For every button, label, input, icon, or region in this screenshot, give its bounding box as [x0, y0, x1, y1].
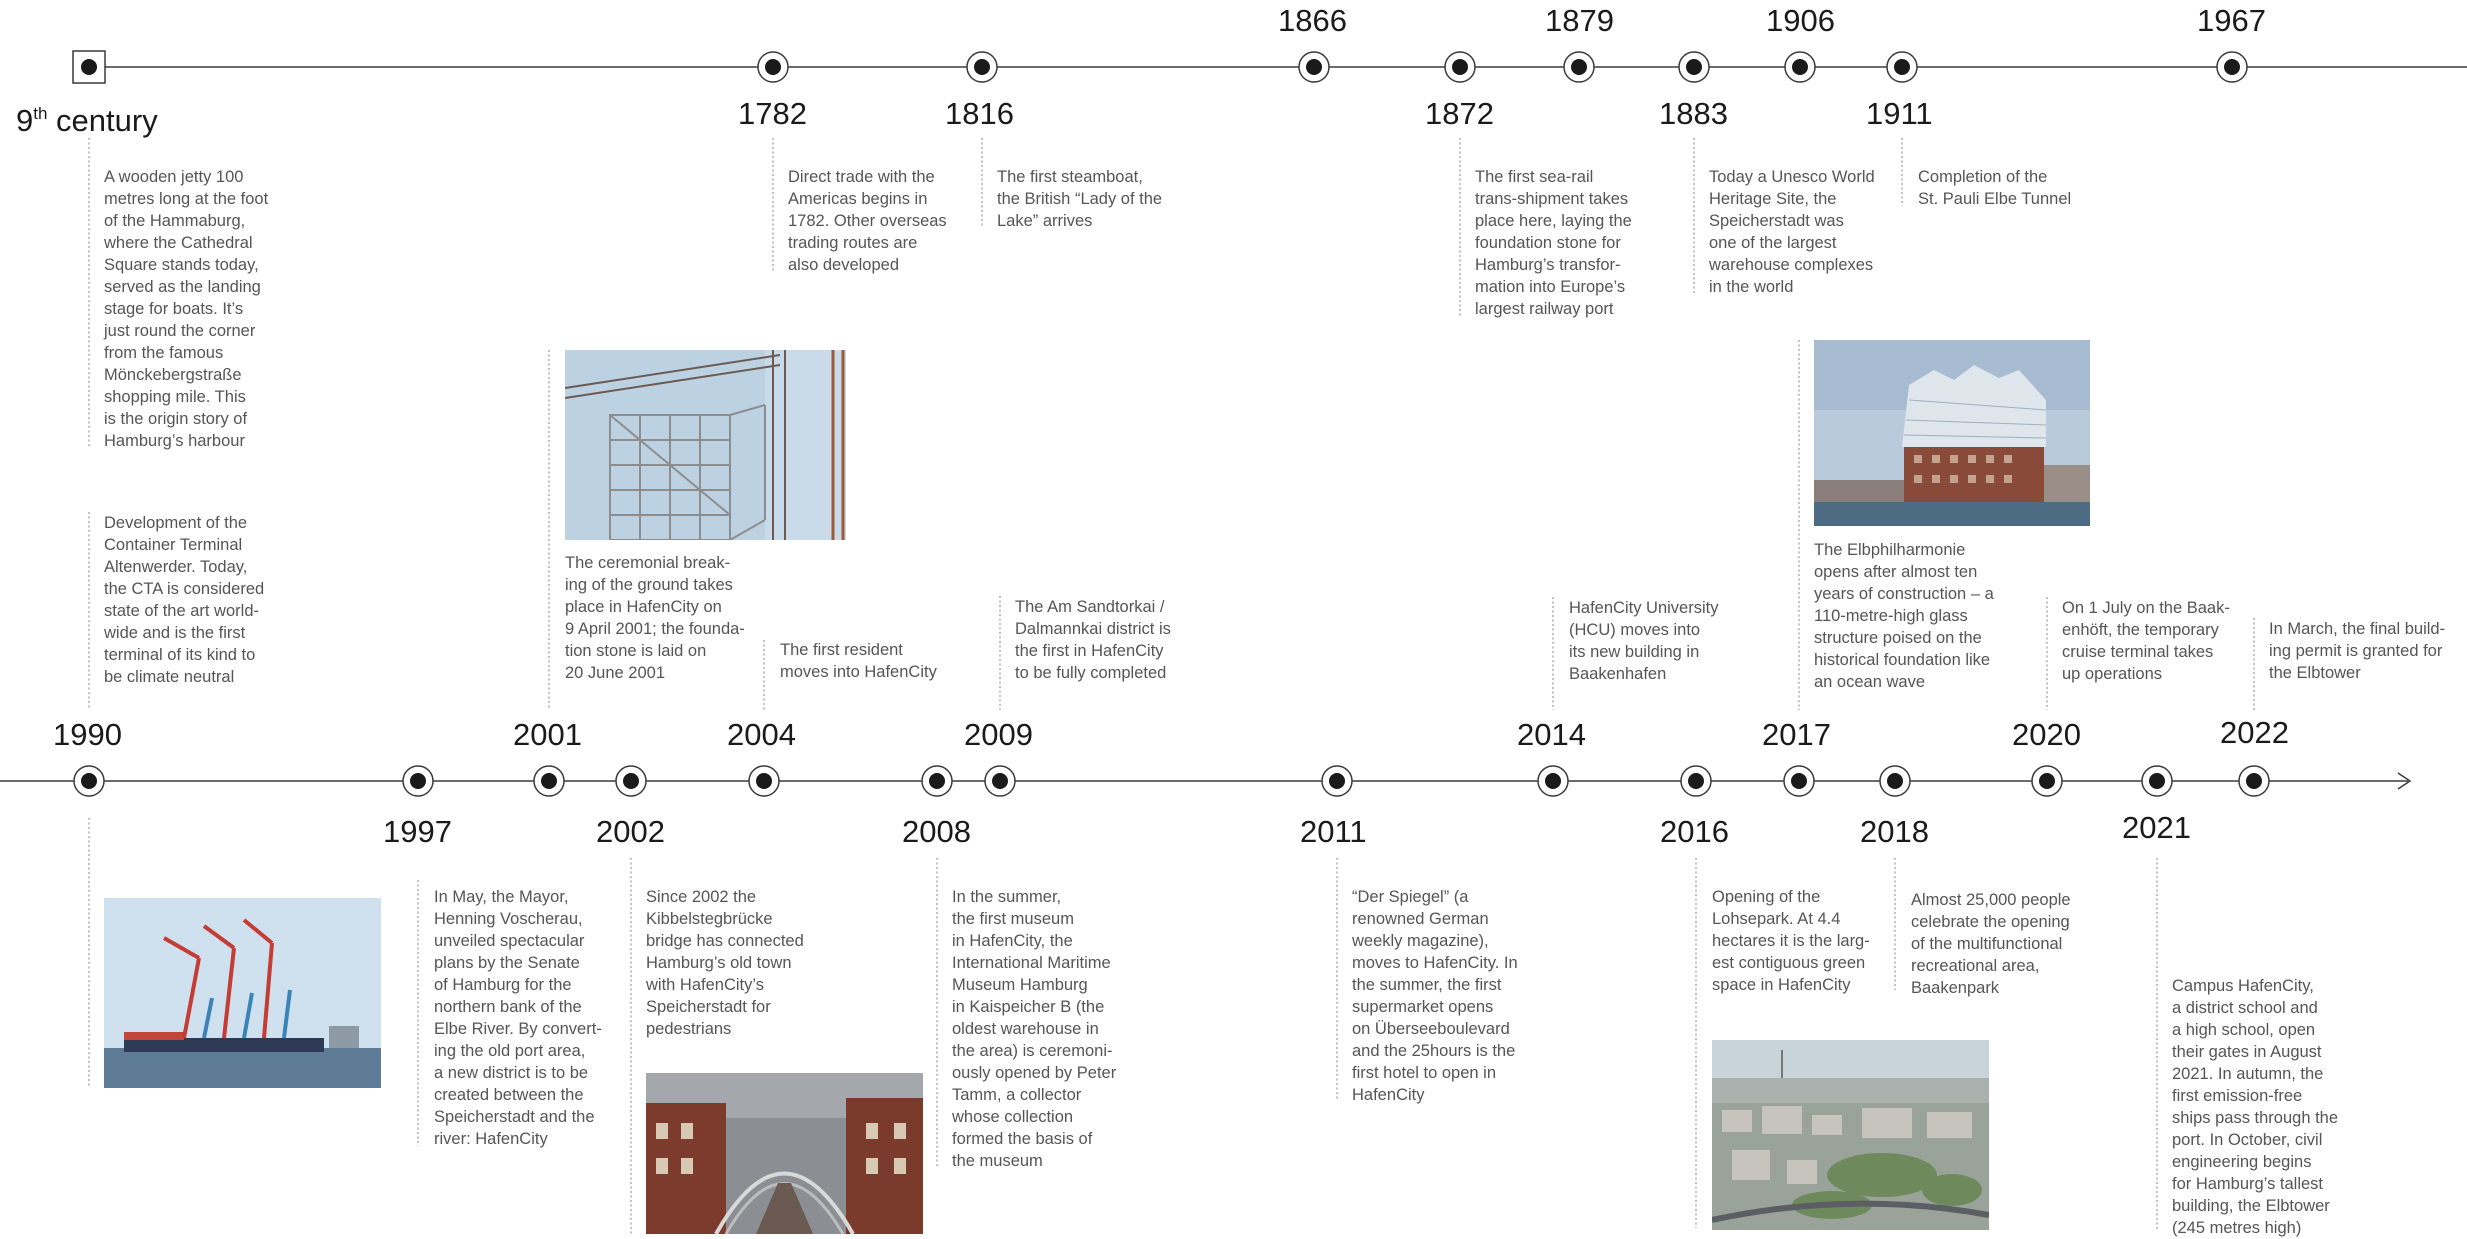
- year-1997: 1997: [383, 814, 452, 849]
- event-1816-text: The first steamboat, the British “Lady o…: [997, 168, 1163, 230]
- timeline-marker-1990: [73, 765, 105, 797]
- timeline-marker-2021: [2141, 765, 2173, 797]
- event-2002-text: Since 2002 the Kibbelstegbrücke bridge h…: [646, 888, 804, 1038]
- year-2014: 2014: [1517, 717, 1586, 752]
- timeline-marker-1816: [966, 51, 998, 83]
- timeline-marker-2008: [921, 765, 953, 797]
- event-2001-text: The ceremonial break- ing of the ground …: [565, 554, 745, 682]
- timeline-marker-2011: [1321, 765, 1353, 797]
- year-2009: 2009: [964, 717, 1033, 752]
- year-1816: 1816: [945, 96, 1014, 131]
- year-1866: 1866: [1278, 3, 1347, 38]
- timeline-marker-2001: [533, 765, 565, 797]
- timeline-marker-2004: [748, 765, 780, 797]
- kibbelsteg-bridge-photo: [646, 1073, 923, 1234]
- timeline-marker-2014: [1537, 765, 1569, 797]
- top-timeline-axis: [72, 50, 2467, 84]
- year-1967: 1967: [2197, 3, 2266, 38]
- event-2011-text: “Der Spiegel” (a renowned German weekly …: [1352, 888, 1518, 1104]
- year-2017: 2017: [1762, 717, 1831, 752]
- aerial-city-photo: [1712, 1040, 1989, 1230]
- event-2009-text: The Am Sandtorkai / Dalmannkai district …: [1015, 598, 1171, 682]
- year-1990: 1990: [53, 717, 122, 752]
- year-2022: 2022: [2220, 715, 2289, 750]
- event-2020-text: On 1 July on the Baak- enhöft, the tempo…: [2062, 599, 2230, 683]
- timeline-marker-2016: [1680, 765, 1712, 797]
- timeline-marker-1782: [757, 51, 789, 83]
- event-2008-text: In the summer, the first museum in Hafen…: [952, 888, 1117, 1170]
- year-1883: 1883: [1659, 96, 1728, 131]
- event-1990-text: Development of the Container Terminal Al…: [104, 514, 265, 686]
- year-2016: 2016: [1660, 814, 1729, 849]
- event-1883-text: Today a Unesco World Heritage Site, the …: [1709, 168, 1875, 296]
- timeline-arrowhead: [2397, 772, 2412, 790]
- container-terminal-photo: [104, 898, 381, 1088]
- construction-crane-photo: [565, 350, 846, 540]
- event-1997-text: In May, the Mayor, Henning Voscherau, un…: [434, 888, 602, 1148]
- timeline-marker-1997: [402, 765, 434, 797]
- timeline-marker-9th: [72, 50, 106, 84]
- timeline-marker-1872: [1444, 51, 1476, 83]
- event-2014-text: HafenCity University (HCU) moves into it…: [1569, 599, 1719, 683]
- year-1782: 1782: [738, 96, 807, 131]
- year-2021: 2021: [2122, 810, 2191, 845]
- timeline-marker-1906: [1784, 51, 1816, 83]
- year-2002: 2002: [596, 814, 665, 849]
- event-2016-text: Opening of the Lohsepark. At 4.4 hectare…: [1712, 888, 1870, 994]
- year-2011: 2011: [1300, 814, 1367, 849]
- event-1911-text: Completion of the St. Pauli Elbe Tunnel: [1918, 168, 2072, 208]
- year-2020: 2020: [2012, 717, 2081, 752]
- year-1879: 1879: [1545, 3, 1614, 38]
- timeline-marker-1866: [1298, 51, 1330, 83]
- event-2018-text: Almost 25,000 people celebrate the openi…: [1911, 891, 2071, 997]
- event-2017-text: The Elbphilharmonie opens after almost t…: [1814, 541, 1994, 691]
- timeline-marker-2018: [1879, 765, 1911, 797]
- bottom-timeline-axis: [0, 765, 2412, 797]
- timeline-marker-2020: [2031, 765, 2063, 797]
- timeline-marker-2002: [615, 765, 647, 797]
- year-1911: 1911: [1866, 96, 1933, 131]
- event-2021-text: Campus HafenCity, a district school and …: [2172, 977, 2339, 1237]
- year-9th-century: 9th century: [16, 103, 158, 138]
- timeline-marker-2009: [984, 765, 1016, 797]
- timeline-marker-2017: [1783, 765, 1815, 797]
- timeline-marker-1911: [1886, 51, 1918, 83]
- year-2008: 2008: [902, 814, 971, 849]
- timeline-marker-2022: [2238, 765, 2270, 797]
- year-1872: 1872: [1425, 96, 1494, 131]
- year-2001: 2001: [513, 717, 582, 752]
- timeline-marker-1879: [1563, 51, 1595, 83]
- elbphilharmonie-photo: [1814, 340, 2090, 526]
- year-2004: 2004: [727, 717, 796, 752]
- event-9th-century-text: A wooden jetty 100 metres long at the fo…: [104, 168, 269, 450]
- year-2018: 2018: [1860, 814, 1929, 849]
- timeline-marker-1883: [1678, 51, 1710, 83]
- event-1872-text: The first sea-rail trans-shipment takes …: [1475, 168, 1632, 318]
- year-1906: 1906: [1766, 3, 1835, 38]
- event-2022-text: In March, the final build- ing permit is…: [2269, 620, 2446, 682]
- event-1782-text: Direct trade with the Americas begins in…: [788, 168, 947, 274]
- timeline-marker-1967: [2216, 51, 2248, 83]
- event-2004-text: The first resident moves into HafenCity: [780, 641, 937, 681]
